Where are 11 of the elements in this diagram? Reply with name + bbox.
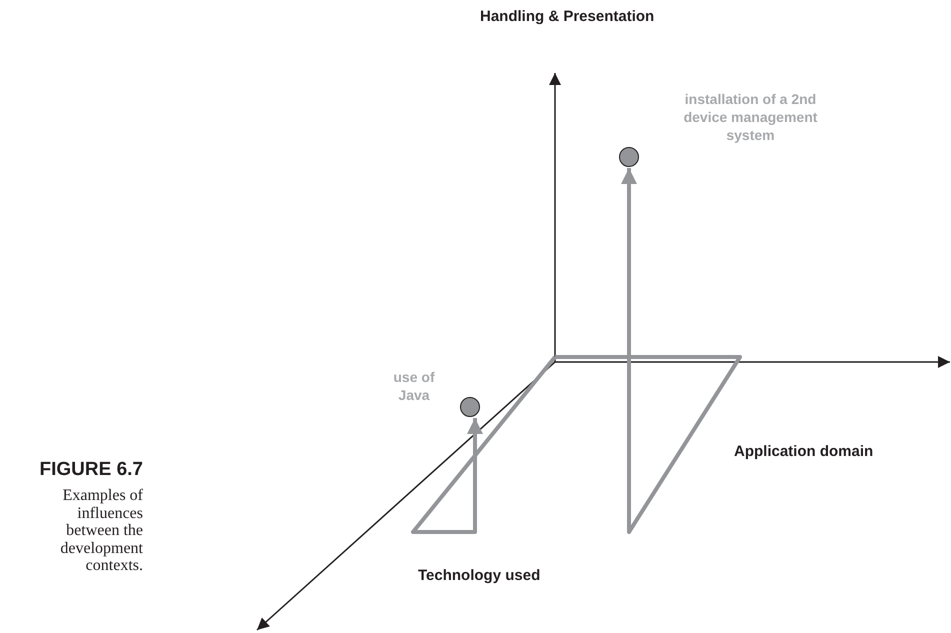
figure-caption: Examples of influences between the development contexts. [59,487,143,575]
circle-marker [460,397,480,417]
arrow [411,356,557,534]
figure-number: FIGURE 6.7 [38,459,143,481]
axis-label: Technology used [418,567,540,584]
axis-label: Handling & Presentation [480,8,654,25]
axis-label: Application domain [734,443,874,460]
annotation-text: use of Java [392,368,436,404]
circle-marker [619,147,639,167]
annotation-text: installation of a 2nd device management system [683,90,818,145]
arrow [555,168,742,534]
